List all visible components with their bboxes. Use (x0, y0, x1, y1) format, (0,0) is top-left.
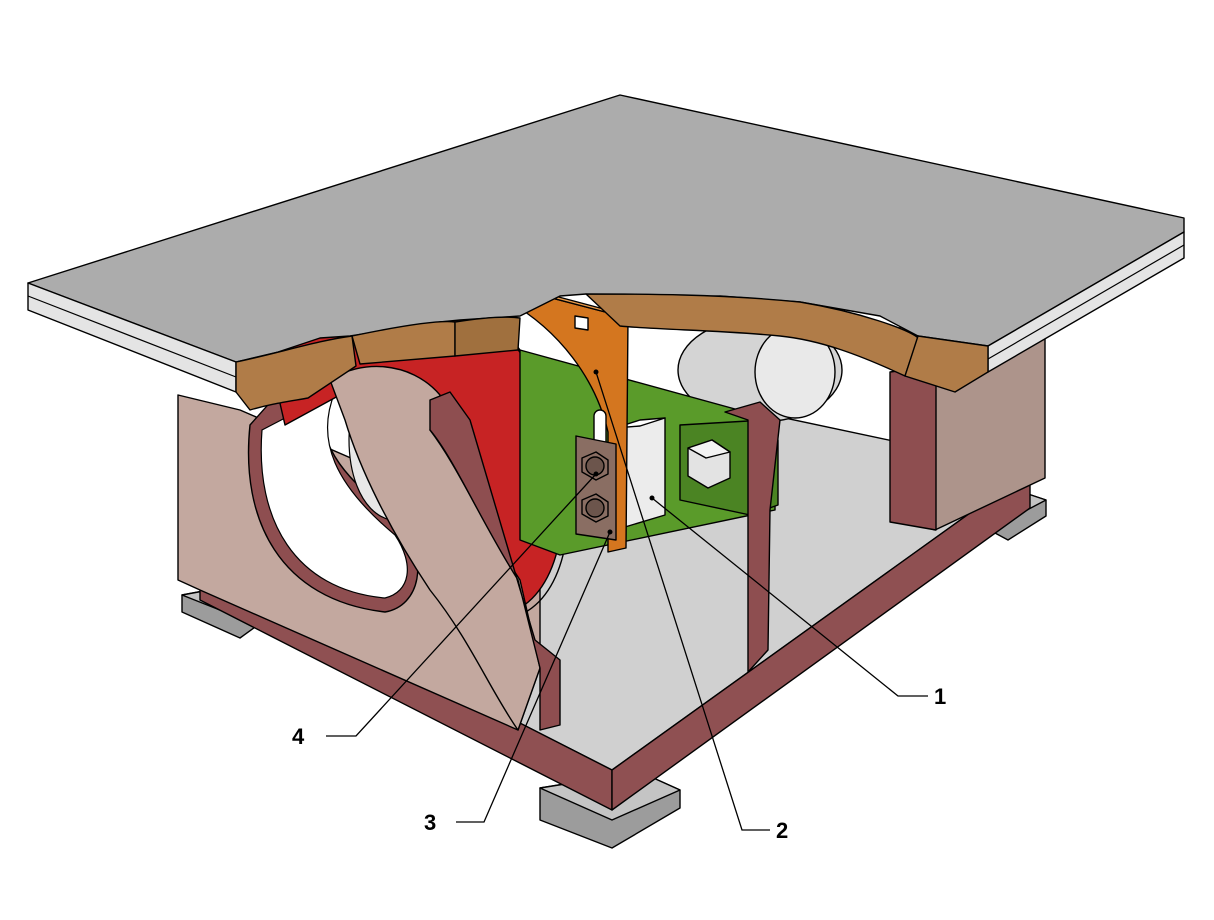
callout-2: 2 (776, 818, 788, 843)
mount-bolt (687, 439, 731, 489)
callout-1: 1 (934, 684, 946, 709)
left-side-frame (177, 379, 541, 731)
callout-4: 4 (292, 724, 305, 749)
leader-line-4 (326, 473, 597, 737)
leader-line-3 (456, 531, 611, 823)
leader-line-2 (595, 371, 770, 831)
callout-3: 3 (424, 810, 436, 835)
clamp-plate (575, 435, 617, 541)
front-right-upright (724, 401, 781, 673)
motor (677, 317, 843, 423)
front-rib (329, 365, 561, 731)
leader-lines (326, 369, 928, 831)
leader-line-1 (651, 497, 928, 697)
table-top (27, 94, 1185, 411)
callout-labels: 1 2 3 4 (292, 684, 946, 843)
clamp-bolt-lower (581, 493, 609, 523)
clamp-bolt-upper (581, 451, 609, 481)
